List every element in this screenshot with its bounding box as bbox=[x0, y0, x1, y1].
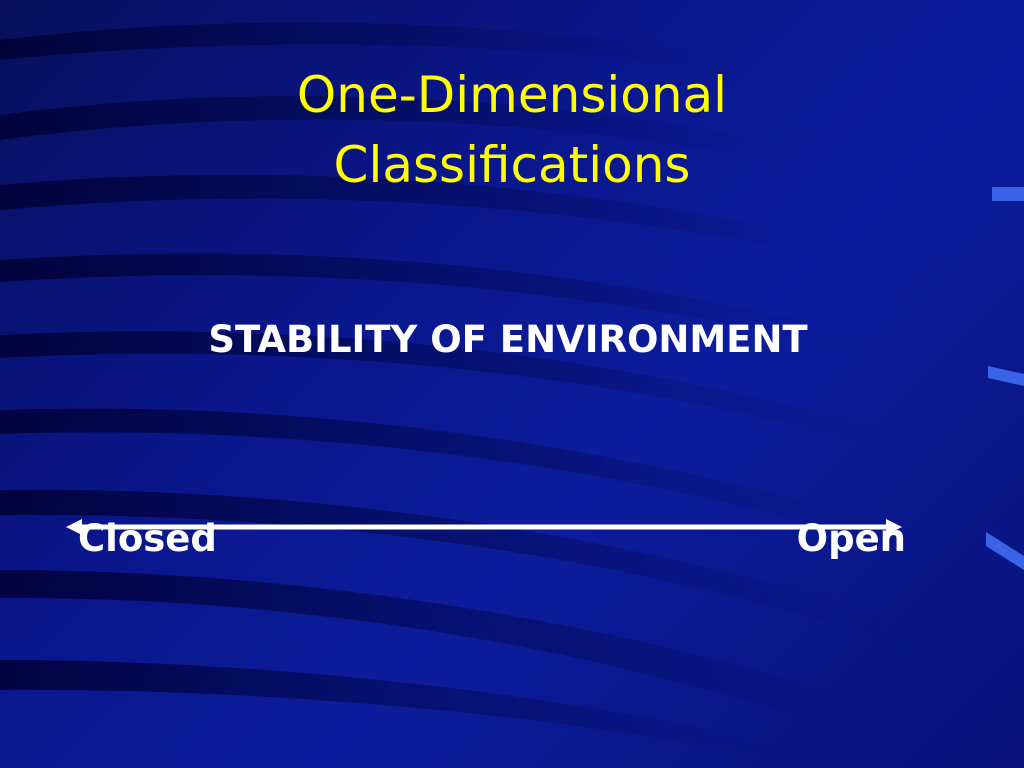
continuum-left-label: Closed bbox=[78, 517, 217, 560]
continuum-scale: Closed Open bbox=[66, 500, 906, 570]
decor-bar bbox=[988, 366, 1024, 386]
slide-title: One-Dimensional Classifications bbox=[0, 60, 1024, 200]
decor-bar bbox=[992, 187, 1024, 201]
double-arrow-icon bbox=[66, 519, 902, 535]
slide-subtitle: STABILITY OF ENVIRONMENT bbox=[208, 318, 808, 361]
decor-bar bbox=[986, 532, 1024, 570]
slide-title-line-1: One-Dimensional bbox=[296, 66, 728, 124]
slide-title-line-2: Classifications bbox=[333, 136, 691, 194]
